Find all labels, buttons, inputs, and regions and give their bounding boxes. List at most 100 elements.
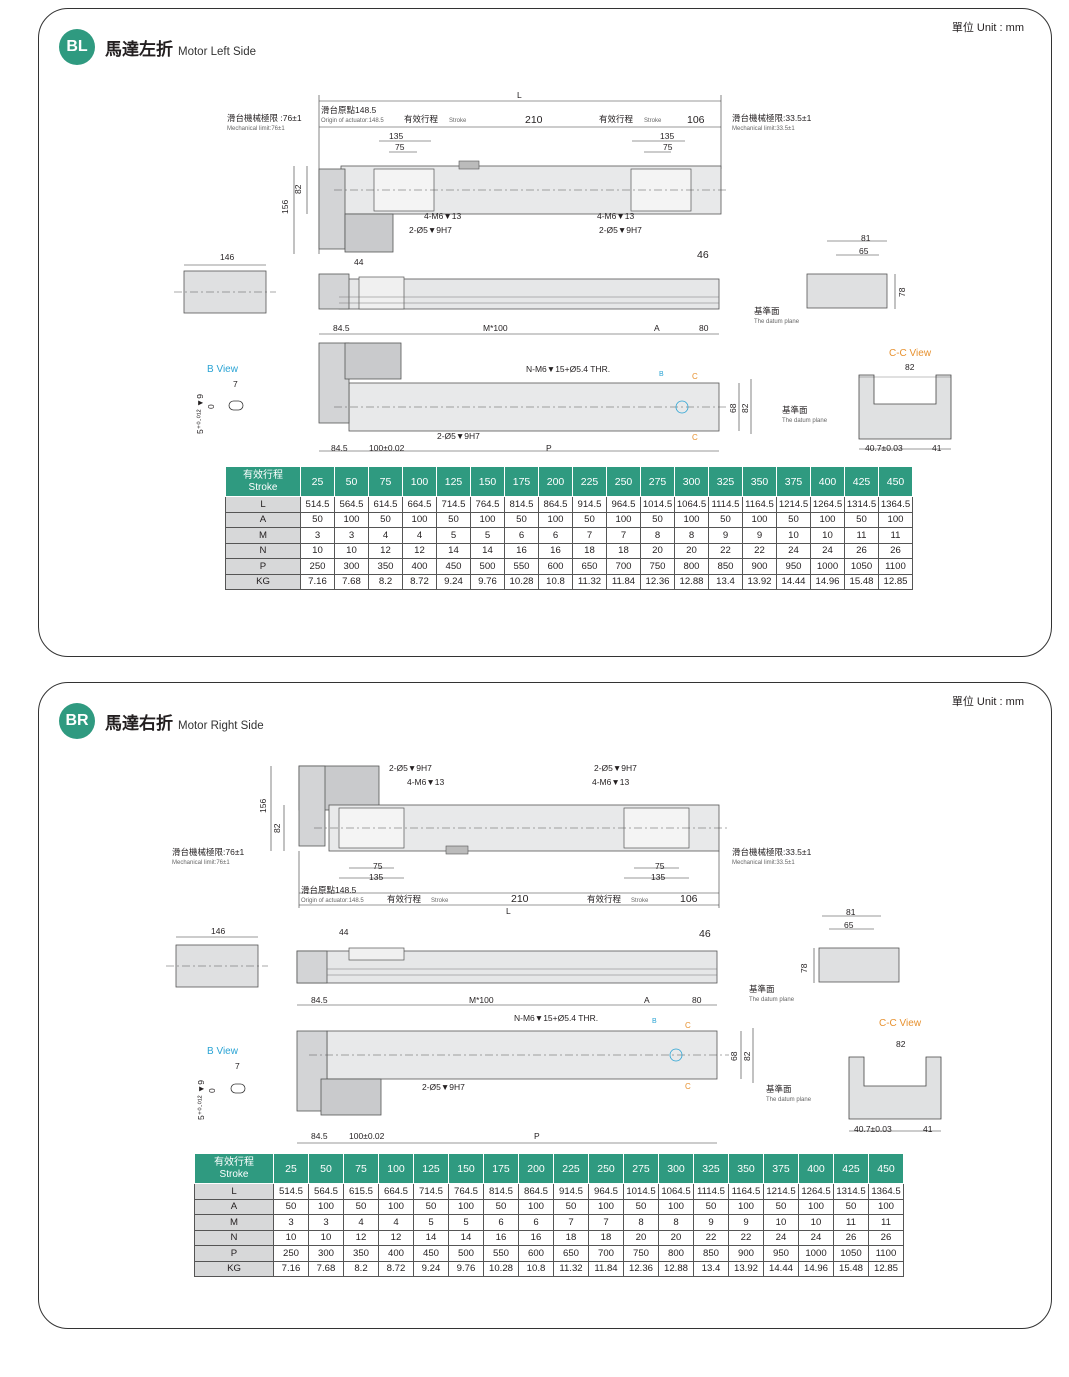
panel-title-en: Motor Left Side [178, 46, 256, 58]
stroke-col: 50 [334, 466, 369, 497]
table-cell: 10 [300, 542, 335, 559]
stroke-col: 100 [402, 466, 437, 497]
table-cell: 615.5 [343, 1183, 379, 1200]
table-cell: 100 [334, 511, 369, 528]
pin-label-1: 2-Ø5▼9H7 [409, 225, 452, 235]
table-cell: 100 [742, 511, 777, 528]
dim-65: 65 [859, 246, 869, 256]
dim-75-b: 75 [663, 142, 673, 152]
table-cell: 8 [658, 1214, 694, 1231]
dim-7: 7 [233, 379, 238, 389]
table-cell: 50 [553, 1198, 589, 1215]
dim-m100: M*100 [469, 995, 494, 1005]
table-cell: 10 [810, 527, 845, 544]
table-cell: 50 [763, 1198, 799, 1215]
table-cell: 24 [776, 542, 811, 559]
table-cell: 6 [518, 1214, 554, 1231]
table-cell: 4 [368, 527, 403, 544]
table-cell: 814.5 [483, 1183, 519, 1200]
origin-of-actuator: 滑台原點148.5 [301, 885, 357, 895]
table-cell: 100 [308, 1198, 344, 1215]
table-cell: 1014.5 [640, 496, 675, 513]
dim-L: L [506, 906, 511, 916]
stroke-col: 75 [368, 466, 403, 497]
table-cell: 564.5 [334, 496, 369, 513]
table-cell: 12 [378, 1229, 414, 1246]
table-cell: 9.24 [413, 1260, 449, 1277]
table-cell: 1000 [810, 558, 845, 575]
table-cell: 8 [640, 527, 675, 544]
thread-through-label: N-M6▼15+Ø5.4 THR. [514, 1013, 598, 1023]
table-cell: 814.5 [504, 496, 539, 513]
dim-156: 156 [280, 200, 290, 214]
table-cell: 15.48 [833, 1260, 869, 1277]
datum-plane-2: 基準面 [782, 405, 808, 415]
row-header: M [194, 1214, 274, 1231]
table-cell: 1064.5 [658, 1183, 694, 1200]
stroke-label-2-en: Stroke [644, 118, 662, 124]
stroke-col: 450 [868, 1153, 904, 1184]
table-cell: 9.76 [448, 1260, 484, 1277]
table-cell: 6 [538, 527, 573, 544]
table-cell: 16 [538, 542, 573, 559]
table-cell: 450 [413, 1245, 449, 1262]
stroke-col: 100 [378, 1153, 414, 1184]
table-cell: 11.32 [572, 573, 607, 590]
table-cell: 10 [763, 1214, 799, 1231]
pin-label-2: 2-Ø5▼9H7 [599, 225, 642, 235]
dim-84-5-top: 84.5 [311, 995, 328, 1005]
stroke-col: 350 [728, 1153, 764, 1184]
b-view-label: B View [207, 364, 239, 375]
table-cell: 514.5 [300, 496, 335, 513]
table-cell: 800 [658, 1245, 694, 1262]
table-cell: 100 [798, 1198, 834, 1215]
table-cell: 1164.5 [742, 496, 777, 513]
row-header: L [194, 1183, 274, 1200]
table-cell: 964.5 [588, 1183, 624, 1200]
table-cell: 400 [402, 558, 437, 575]
table-cell: 14.44 [763, 1260, 799, 1277]
table-cell: 50 [368, 511, 403, 528]
dim-84-5-bottom: 84.5 [311, 1131, 328, 1141]
table-cell: 10.28 [483, 1260, 519, 1277]
table-cell: 7 [606, 527, 641, 544]
tolerance-label: 5⁺⁰·⁰¹² ▼9 [195, 394, 205, 434]
table-cell: 8.2 [368, 573, 403, 590]
table-cell: 9.76 [470, 573, 505, 590]
table-cell: 600 [518, 1245, 554, 1262]
origin-of-actuator: 滑台原點148.5 [321, 105, 377, 115]
pin-label-2: 2-Ø5▼9H7 [594, 763, 637, 773]
table-cell: 3 [300, 527, 335, 544]
stroke-col: 200 [538, 466, 573, 497]
cc-view-label: C-C View [879, 1018, 922, 1029]
table-cell: 500 [448, 1245, 484, 1262]
panel-title-en: Motor Right Side [178, 720, 264, 732]
dim-75-b: 75 [655, 861, 665, 871]
dim-78: 78 [799, 963, 809, 973]
stroke-col: 175 [504, 466, 539, 497]
panel-badge: BL [59, 29, 95, 65]
table-cell: 650 [572, 558, 607, 575]
table-cell: 700 [606, 558, 641, 575]
table-cell: 864.5 [518, 1183, 554, 1200]
thread-through-label: N-M6▼15+Ø5.4 THR. [526, 364, 610, 374]
table-cell: 10 [334, 542, 369, 559]
table-cell: 350 [368, 558, 403, 575]
panel-title-zh: 馬達左折 [105, 40, 173, 59]
table-cell: 850 [693, 1245, 729, 1262]
table-cell: 1000 [798, 1245, 834, 1262]
table-cell: 11.84 [606, 573, 641, 590]
table-cell: 26 [833, 1229, 869, 1246]
dim-84-5-top: 84.5 [333, 323, 350, 333]
table-cell: 50 [708, 511, 743, 528]
table-cell: 7.16 [273, 1260, 309, 1277]
dim-m100: M*100 [483, 323, 508, 333]
table-cell: 18 [588, 1229, 624, 1246]
table-cell: 22 [742, 542, 777, 559]
table-cell: 1314.5 [844, 496, 879, 513]
stroke-label-1: 有效行程 [404, 114, 439, 124]
dim-65: 65 [844, 920, 854, 930]
